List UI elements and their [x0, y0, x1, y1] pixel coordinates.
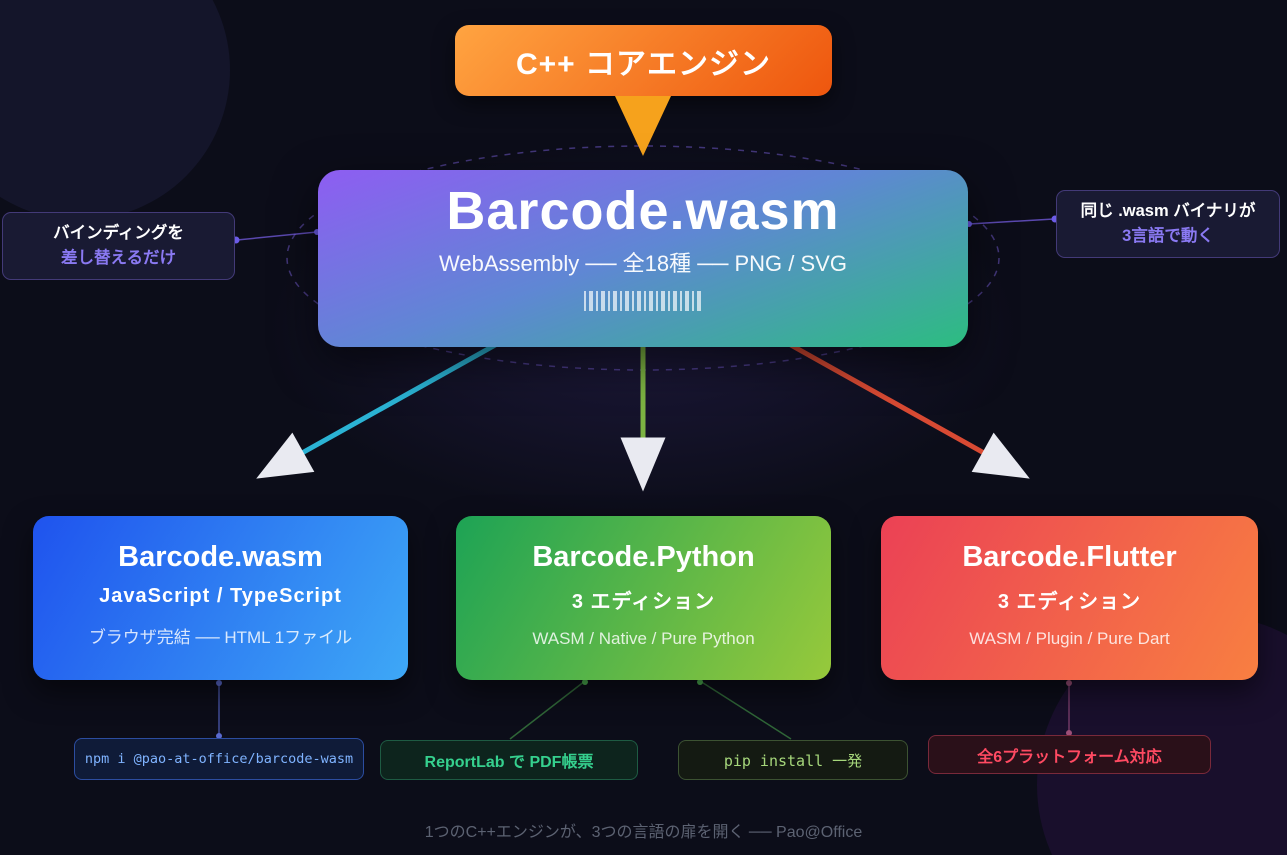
card-detail: WASM / Plugin / Pure Dart	[969, 629, 1170, 648]
barcode-icon	[584, 291, 702, 312]
core-card-title: Barcode.wasm	[446, 181, 840, 241]
down-triangle-icon	[615, 96, 671, 156]
connector-dot	[216, 680, 222, 686]
note-bindings: バインディングを 差し替えるだけ	[2, 212, 235, 280]
note-same-binary: 同じ .wasm バイナリが 3言語で動く	[1056, 190, 1280, 258]
note-same-binary-line1: 同じ .wasm バイナリが	[1080, 202, 1256, 220]
reportlab-pill-connector	[509, 680, 586, 740]
card-subtitle: 3 エディション	[571, 591, 716, 613]
card-subtitle: JavaScript / TypeScript	[99, 585, 342, 607]
footer-caption: 1つのC++エンジンが、3つの言語の扉を開く ── Pao@Office	[424, 824, 863, 841]
platforms-pill: 全6プラットフォーム対応	[928, 735, 1211, 774]
core-engine-label: C++ コアエンジン	[515, 47, 772, 81]
card-barcode-flutter: Barcode.Flutter 3 エディション WASM / Plugin /…	[881, 516, 1258, 680]
reportlab-pill: ReportLab で PDF帳票	[380, 740, 638, 780]
card-title: Barcode.wasm	[118, 541, 323, 573]
note-bindings-line1: バインディングを	[53, 224, 184, 242]
note-bindings-line2: 差し替えるだけ	[60, 248, 176, 267]
core-card: Barcode.wasm WebAssembly ── 全18種 ── PNG …	[318, 170, 968, 347]
card-subtitle: 3 エディション	[997, 591, 1142, 613]
card-title: Barcode.Flutter	[962, 541, 1177, 573]
npm-install-pill: npm i @pao-at-office/barcode-wasm	[74, 738, 364, 780]
card-detail: WASM / Native / Pure Python	[532, 629, 755, 648]
pip-install-pill: pip install 一発	[678, 740, 908, 780]
core-engine-badge: C++ コアエンジン	[455, 25, 832, 96]
card-barcode-python: Barcode.Python 3 エディション WASM / Native / …	[456, 516, 831, 680]
right-note-connector	[968, 218, 1055, 225]
left-note-connector	[236, 231, 318, 241]
card-barcode-wasm: Barcode.wasm JavaScript / TypeScript ブラウ…	[33, 516, 408, 680]
note-same-binary-line2: 3言語で動く	[1122, 226, 1214, 245]
pip-pill-connector	[699, 680, 792, 740]
card-title: Barcode.Python	[532, 541, 755, 573]
card-detail: ブラウザ完結 ── HTML 1ファイル	[88, 628, 353, 647]
core-card-subtitle: WebAssembly ── 全18種 ── PNG / SVG	[439, 251, 847, 277]
background-circle-topleft	[0, 0, 230, 220]
